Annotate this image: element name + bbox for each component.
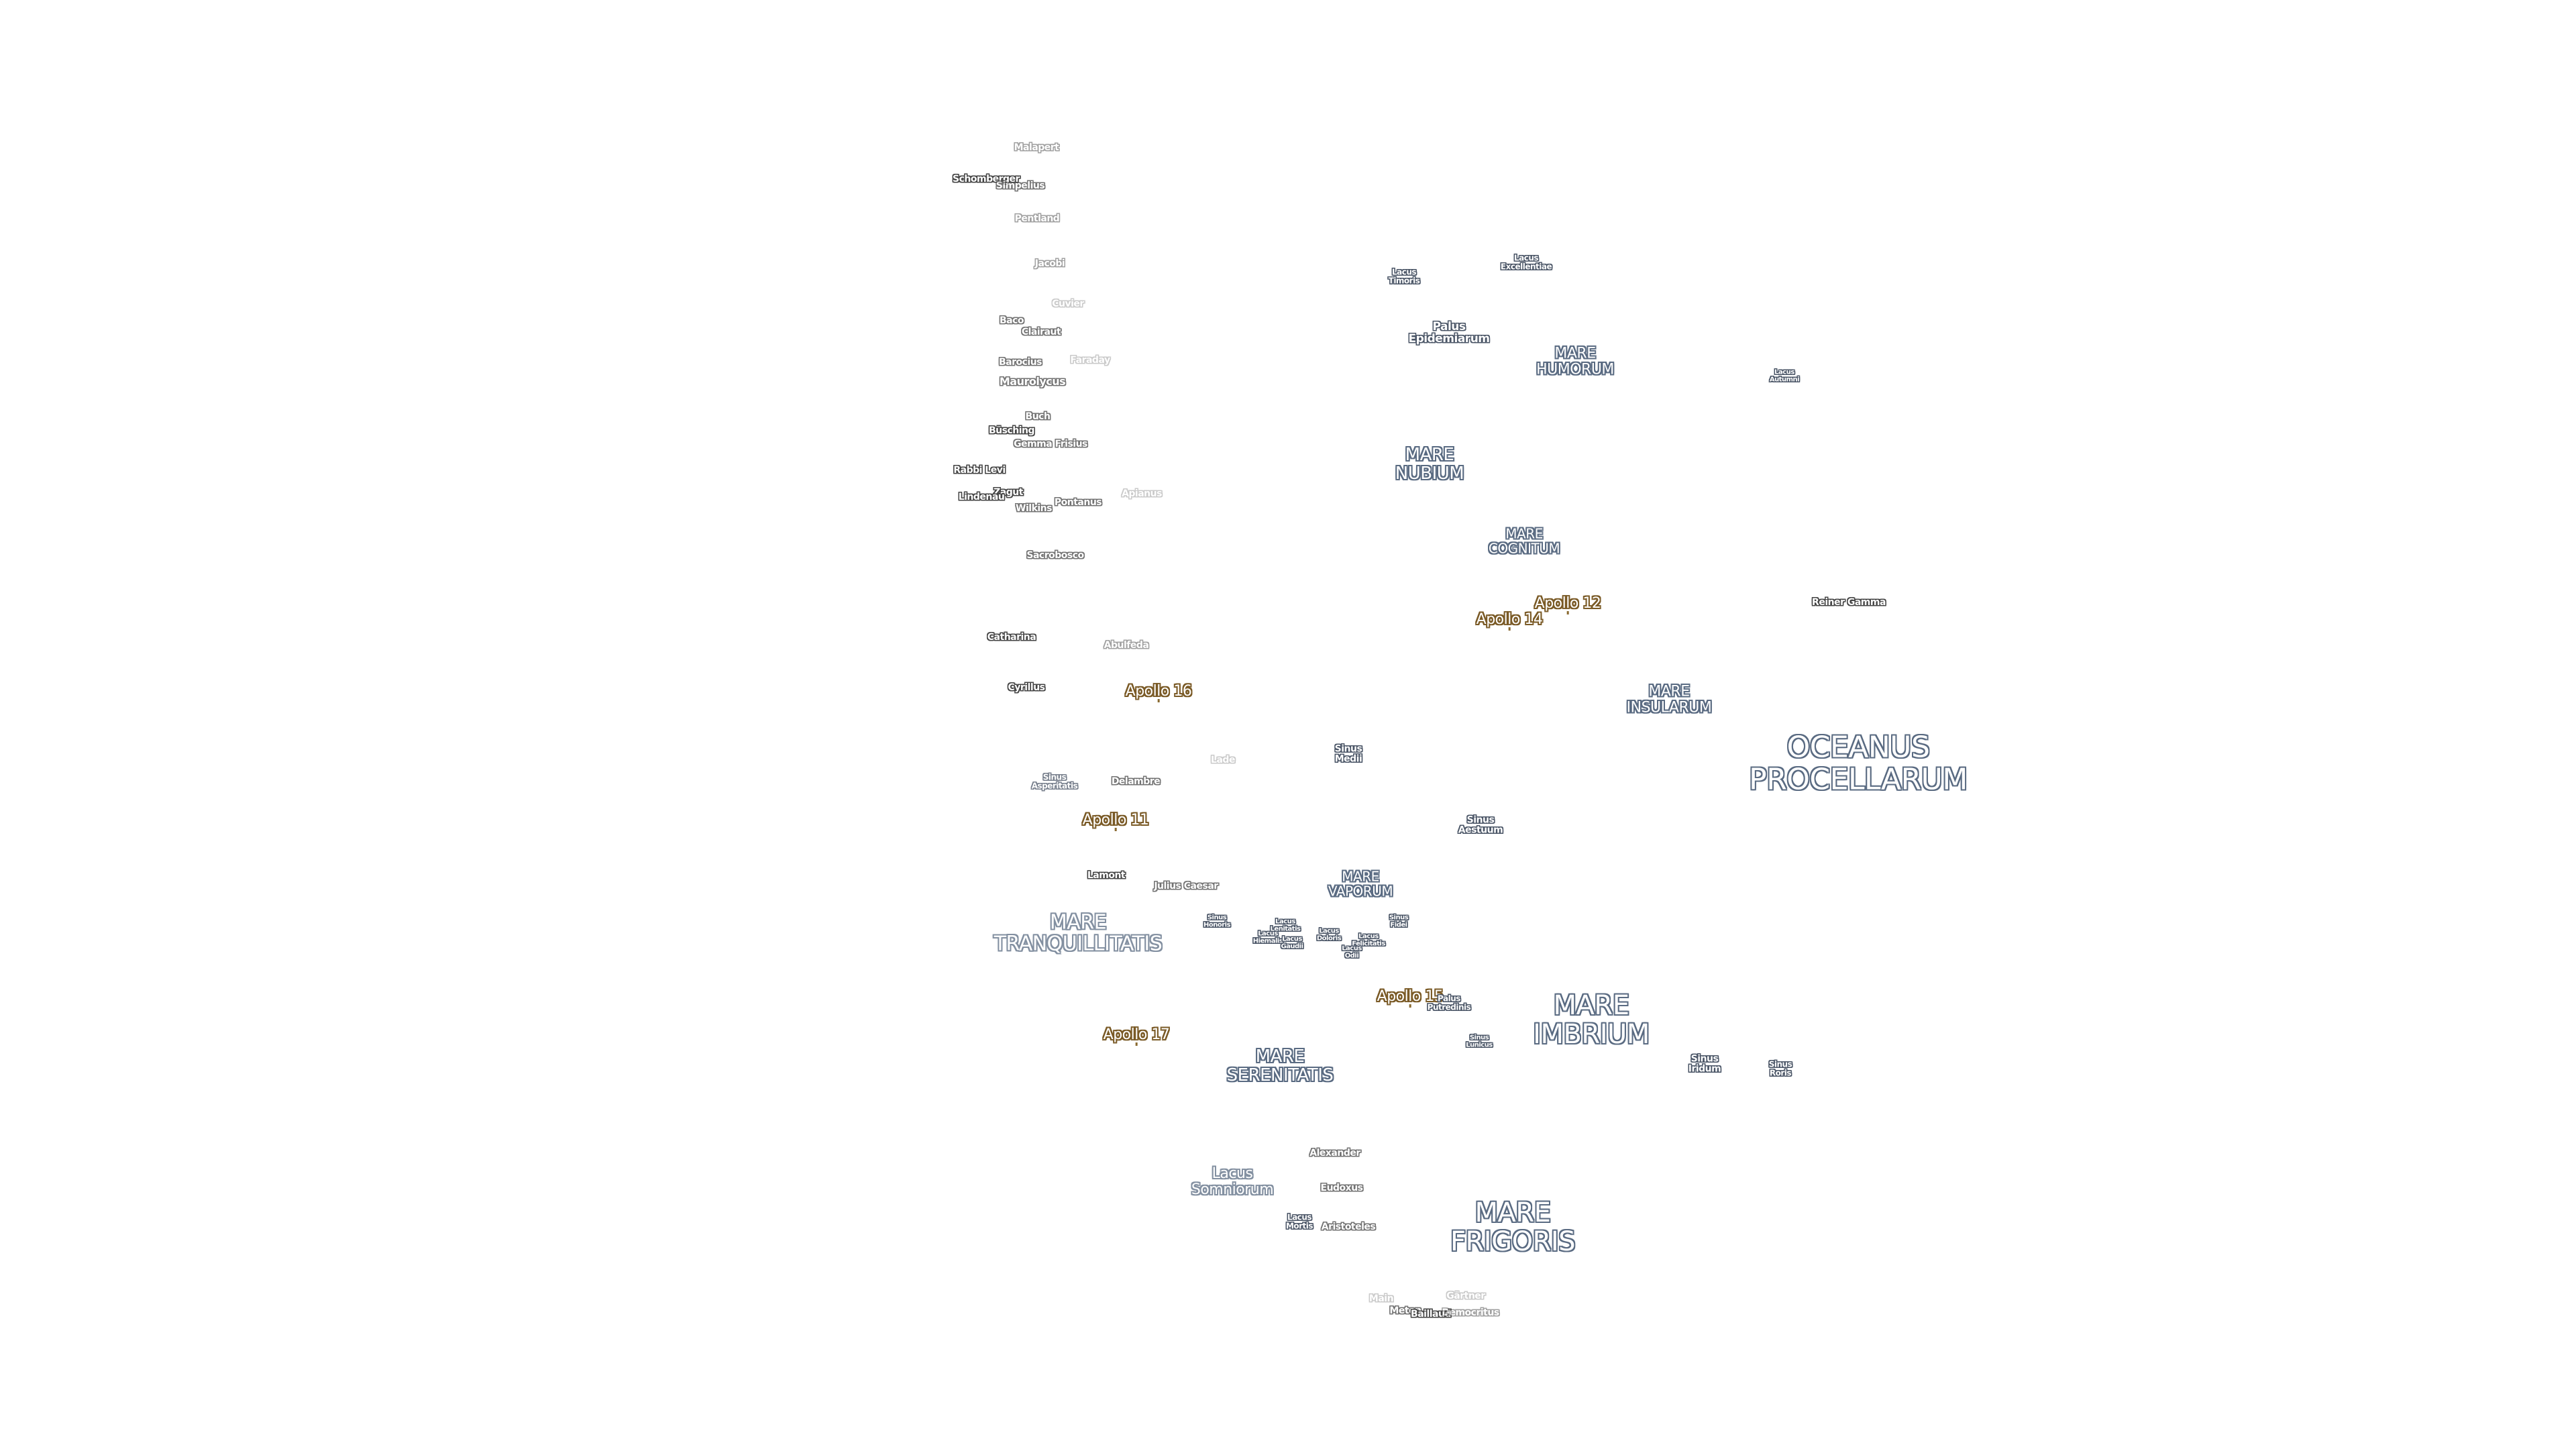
label-sinus-roris[interactable]: Sinus Roris (1768, 1059, 1792, 1077)
label-clairaut[interactable]: Clairaut (1021, 327, 1061, 337)
label-palus-epidemiarum[interactable]: Palus Epidemiarum (1408, 320, 1490, 345)
apollo-16-site[interactable]: Apollo 16 (1125, 683, 1192, 702)
label-alexander[interactable]: Alexander (1309, 1148, 1360, 1159)
label-wilkins[interactable]: Wilkins (1016, 503, 1052, 514)
label-lacus-timoris[interactable]: Lacus Timoris (1388, 267, 1420, 285)
label-maurolycus[interactable]: Maurolycus (999, 375, 1066, 388)
apollo-15-site[interactable]: Apollo 15 (1377, 988, 1444, 1008)
label-sinus-lunicus[interactable]: Sinus Lunicus (1466, 1034, 1493, 1049)
label-schomberger[interactable]: Schomberger (953, 174, 1020, 184)
label-apianus[interactable]: Apianus (1122, 488, 1162, 499)
label-zagut[interactable]: Zagut (994, 487, 1023, 498)
label-abulfeda[interactable]: Abulfeda (1104, 640, 1149, 651)
label-baco[interactable]: Baco (999, 315, 1024, 326)
label-mare-vaporum[interactable]: MARE VAPORUM (1328, 868, 1393, 899)
label-mare-imbrium[interactable]: MARE IMBRIUM (1533, 989, 1650, 1050)
label-delambre[interactable]: Delambre (1111, 776, 1161, 787)
label-lacus-hiemalis[interactable]: Lacus Hiemalis (1252, 930, 1283, 945)
label-baillaud[interactable]: Baillaud (1411, 1309, 1451, 1320)
label-rabbi-levi[interactable]: Rabbi Levi (953, 465, 1006, 476)
label-mare-frigoris[interactable]: MARE FRIGORIS (1450, 1197, 1576, 1257)
label-cyrillus[interactable]: Cyrillus (1008, 682, 1045, 693)
label-lacus-gaudii[interactable]: Lacus Gaudii (1281, 935, 1303, 950)
label-pentland[interactable]: Pentland (1014, 213, 1060, 224)
label-jacobi[interactable]: Jacobi (1034, 258, 1065, 269)
label-mare-cognitum[interactable]: MARE COGNITUM (1488, 525, 1560, 556)
label-julius-caesar[interactable]: Julius Caesar (1154, 881, 1218, 892)
label-mare-insularum[interactable]: MARE INSULARUM (1626, 683, 1712, 716)
label-lacus-odii[interactable]: Lacus Odii (1342, 945, 1362, 959)
label-gartner[interactable]: Gärtner (1446, 1291, 1485, 1301)
label-lacus-excellentiae[interactable]: Lacus Excellentiae (1500, 253, 1552, 271)
label-oceanus-procellarum[interactable]: OCEANUS PROCELLARUM (1749, 730, 1968, 796)
label-meton[interactable]: Meton (1389, 1305, 1421, 1316)
label-main[interactable]: Main (1368, 1293, 1394, 1304)
label-lacus-doloris[interactable]: Lacus Doloris (1316, 927, 1342, 942)
label-catharina[interactable]: Catharina (987, 632, 1036, 643)
label-lacus-autumni[interactable]: Lacus Autumni (1769, 368, 1800, 383)
label-aristoteles[interactable]: Aristoteles (1321, 1222, 1376, 1232)
label-eudoxus[interactable]: Eudoxus (1320, 1183, 1364, 1193)
label-lacus-somniorum[interactable]: Lacus Somniorum (1191, 1165, 1274, 1198)
label-simpelius[interactable]: Simpelius (996, 180, 1045, 191)
label-sinus-iridum[interactable]: Sinus Iridum (1688, 1053, 1721, 1074)
label-mare-humorum[interactable]: MARE HUMORUM (1536, 345, 1614, 378)
apollo-12-site[interactable]: Apollo 12 (1534, 595, 1601, 614)
label-mare-serenitatis[interactable]: MARE SERENITATIS (1226, 1046, 1334, 1085)
label-lade[interactable]: Lade (1211, 755, 1235, 765)
label-reiner-gamma[interactable]: Reiner Gamma (1812, 597, 1886, 608)
label-lacus-lenitatis[interactable]: Lacus Lenitatis (1270, 918, 1301, 932)
label-pontanus[interactable]: Pontanus (1054, 497, 1102, 508)
label-sinus-asperitatis[interactable]: Sinus Asperitatis (1031, 772, 1078, 790)
label-buch[interactable]: Buch (1025, 411, 1051, 422)
label-busching[interactable]: Büsching (988, 425, 1035, 436)
label-sinus-honoris[interactable]: Sinus Honoris (1203, 914, 1231, 928)
label-palus-putredinis[interactable]: Palus Putredinis (1427, 994, 1471, 1012)
apollo-11-site[interactable]: Apollo 11 (1082, 812, 1149, 831)
label-lindenau[interactable]: Lindenau (958, 492, 1005, 502)
apollo-17-site[interactable]: Apollo 17 (1103, 1026, 1170, 1046)
label-sinus-fidei[interactable]: Sinus Fidei (1389, 914, 1409, 928)
label-sinus-medii[interactable]: Sinus Medii (1334, 743, 1362, 764)
label-cuvier[interactable]: Cuvier (1052, 299, 1084, 309)
label-lacus-mortis[interactable]: Lacus Mortis (1285, 1212, 1313, 1230)
apollo-14-site[interactable]: Apollo 14 (1476, 611, 1543, 631)
label-gemma-frisius[interactable]: Gemma Frisius (1014, 439, 1087, 449)
label-barocius[interactable]: Barocius (998, 357, 1042, 368)
label-malapert[interactable]: Malapert (1014, 142, 1059, 153)
label-mare-tranquillitatis[interactable]: MARE TRANQUILLITATIS (994, 910, 1163, 956)
label-sacrobosco[interactable]: Sacrobosco (1026, 550, 1084, 561)
label-sinus-aestuum[interactable]: Sinus Aestuum (1458, 814, 1503, 835)
label-lacus-felicitatis[interactable]: Lacus Felicitatis (1352, 932, 1385, 947)
label-faraday[interactable]: Faraday (1070, 355, 1110, 366)
label-mare-nubium[interactable]: MARE NUBIUM (1395, 444, 1464, 484)
label-lamont[interactable]: Lamont (1087, 870, 1126, 881)
label-democritus[interactable]: Democritus (1442, 1307, 1499, 1318)
